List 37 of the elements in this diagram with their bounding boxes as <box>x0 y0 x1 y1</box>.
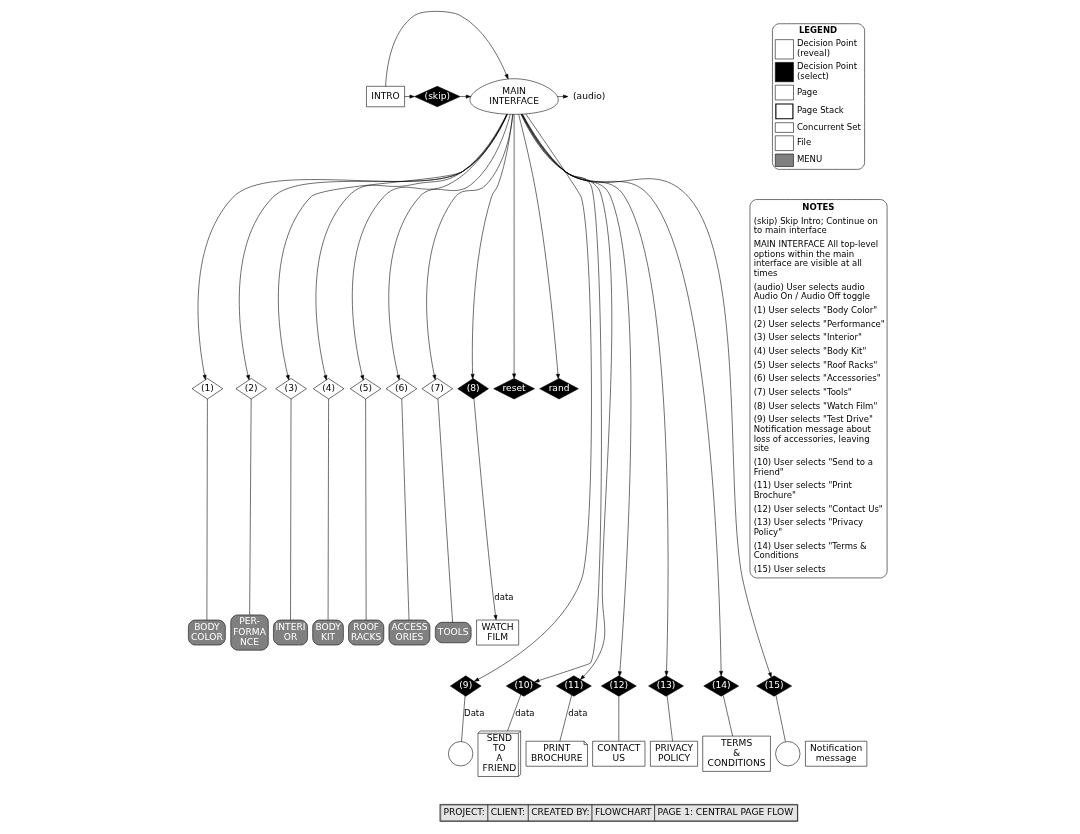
label: (2) User selects "Performance" <box>753 318 885 329</box>
label: LEGEND <box>798 24 838 35</box>
edge-label: data <box>515 707 535 718</box>
edge-label: Data <box>464 707 485 718</box>
label: (15) User selects <box>753 563 826 574</box>
label: PROJECT: <box>443 806 485 817</box>
edge-label: data <box>568 707 588 718</box>
legend-label: Concurrent Set <box>796 121 861 132</box>
legend-label: Page <box>796 86 818 97</box>
edge-label: data <box>494 591 514 602</box>
label: PAGE 1: CENTRAL PAGE FLOW <box>657 806 794 817</box>
legend-label: Decision Point (reveal) <box>796 37 858 58</box>
legend-label: File <box>796 136 812 147</box>
label: (10) User selects "Send to a Friend" <box>753 456 873 477</box>
label: (5) User selects "Roof Racks" <box>753 359 878 370</box>
label: FLOWCHART <box>594 806 652 817</box>
label: (9) User selects "Test Drive" Notification message about loss of accessories, leaving site <box>753 413 873 453</box>
label: CREATED BY: <box>531 806 590 817</box>
node-text: (audio) <box>573 90 606 101</box>
label: (7) User selects "Tools" <box>753 386 852 397</box>
label: (6) User selects "Accessories" <box>753 372 881 383</box>
label: MAIN INTERFACE All top-level options within the main interface are visible at all times <box>753 238 879 278</box>
label: CLIENT: <box>490 806 526 817</box>
legend-label: Page Stack <box>796 104 844 115</box>
label: NOTES <box>802 201 835 211</box>
legend-label: Decision Point (select) <box>796 60 858 81</box>
legend-label: MENU <box>796 153 823 164</box>
label: (13) User selects "Privacy Policy" <box>753 516 864 537</box>
label: (3) User selects "Interior" <box>753 331 862 342</box>
label: (skip) Skip Intro; Continue on to main interface <box>753 215 878 235</box>
label: (11) User selects "Print Brochure" <box>753 479 852 500</box>
label: (14) User selects "Terms & Conditions <box>753 540 867 560</box>
label: (1) User selects "Body Color" <box>753 304 878 315</box>
label: (4) User selects "Body Kit" <box>753 345 867 356</box>
label: (8) User selects "Watch Film" <box>753 400 878 411</box>
label: (12) User selects "Contact Us" <box>753 503 883 514</box>
label: (audio) User selects audio Audio On / Audio Off toggle <box>753 281 871 301</box>
